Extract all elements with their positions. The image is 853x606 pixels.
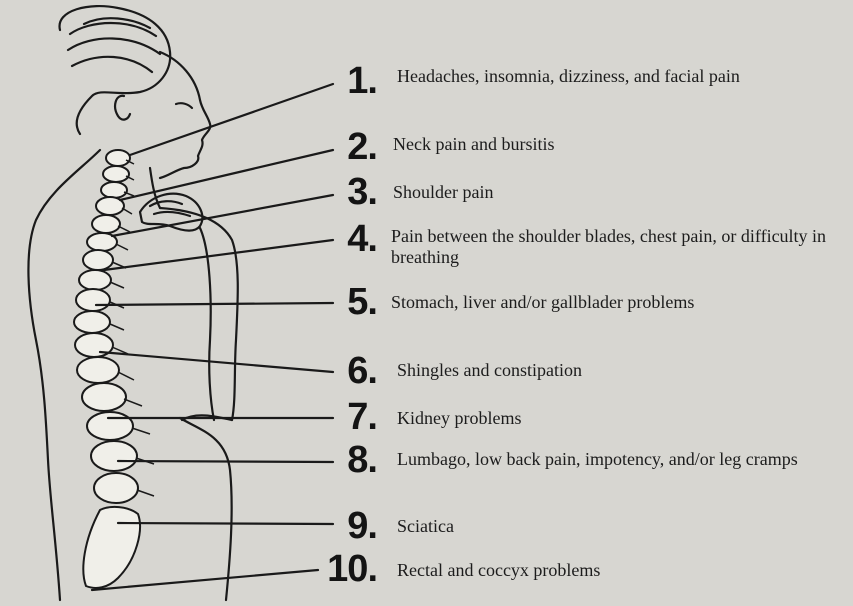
waist-outline (180, 418, 232, 600)
item-number: 10. (318, 550, 377, 588)
leader-line-4 (104, 240, 333, 270)
item-text: Stomach, liver and/or gallblader problem… (391, 292, 831, 313)
hair-outline (60, 6, 171, 134)
item-text: Neck pain and bursitis (393, 134, 833, 155)
vertebra (91, 441, 137, 471)
item-text: Kidney problems (397, 408, 837, 429)
item-text: Shingles and constipation (397, 360, 837, 381)
item-number: 9. (333, 507, 377, 545)
vertebra (74, 311, 110, 333)
vertebra (83, 250, 113, 270)
item-number: 5. (333, 283, 377, 321)
ear (115, 96, 130, 120)
item-number: 8. (333, 441, 377, 479)
item-number: 4. (333, 220, 377, 258)
eye (176, 103, 192, 108)
item-text: Pain between the shoulder blades, chest … (391, 226, 836, 268)
vertebra (92, 215, 120, 233)
item-number: 6. (333, 352, 377, 390)
item-text: Shoulder pain (393, 182, 833, 203)
arm-outline (160, 208, 238, 420)
vertebra (106, 150, 130, 166)
vertebra (82, 383, 126, 411)
vertebra (77, 357, 119, 383)
leader-line-1 (130, 84, 333, 155)
leader-line-10 (92, 570, 318, 590)
leader-line-9 (118, 523, 333, 524)
hair-strands (68, 18, 160, 72)
sacrum (83, 507, 140, 588)
vertebra (79, 270, 111, 290)
leader-line-8 (118, 461, 333, 462)
item-number: 2. (333, 128, 377, 166)
item-number: 1. (333, 62, 377, 100)
leader-line-3 (112, 195, 333, 236)
vertebra (87, 412, 133, 440)
leader-line-5 (96, 303, 333, 305)
vertebra (103, 166, 129, 182)
item-text: Headaches, insomnia, dizziness, and faci… (397, 66, 837, 87)
item-text: Lumbago, low back pain, impotency, and/o… (397, 449, 837, 470)
item-number: 7. (333, 398, 377, 436)
vertebra (94, 473, 138, 503)
leader-line-6 (100, 352, 333, 372)
item-number: 3. (333, 173, 377, 211)
vertebra (76, 289, 110, 311)
vertebra (101, 182, 127, 198)
item-text: Rectal and coccyx problems (397, 560, 837, 581)
item-text: Sciatica (397, 516, 837, 537)
